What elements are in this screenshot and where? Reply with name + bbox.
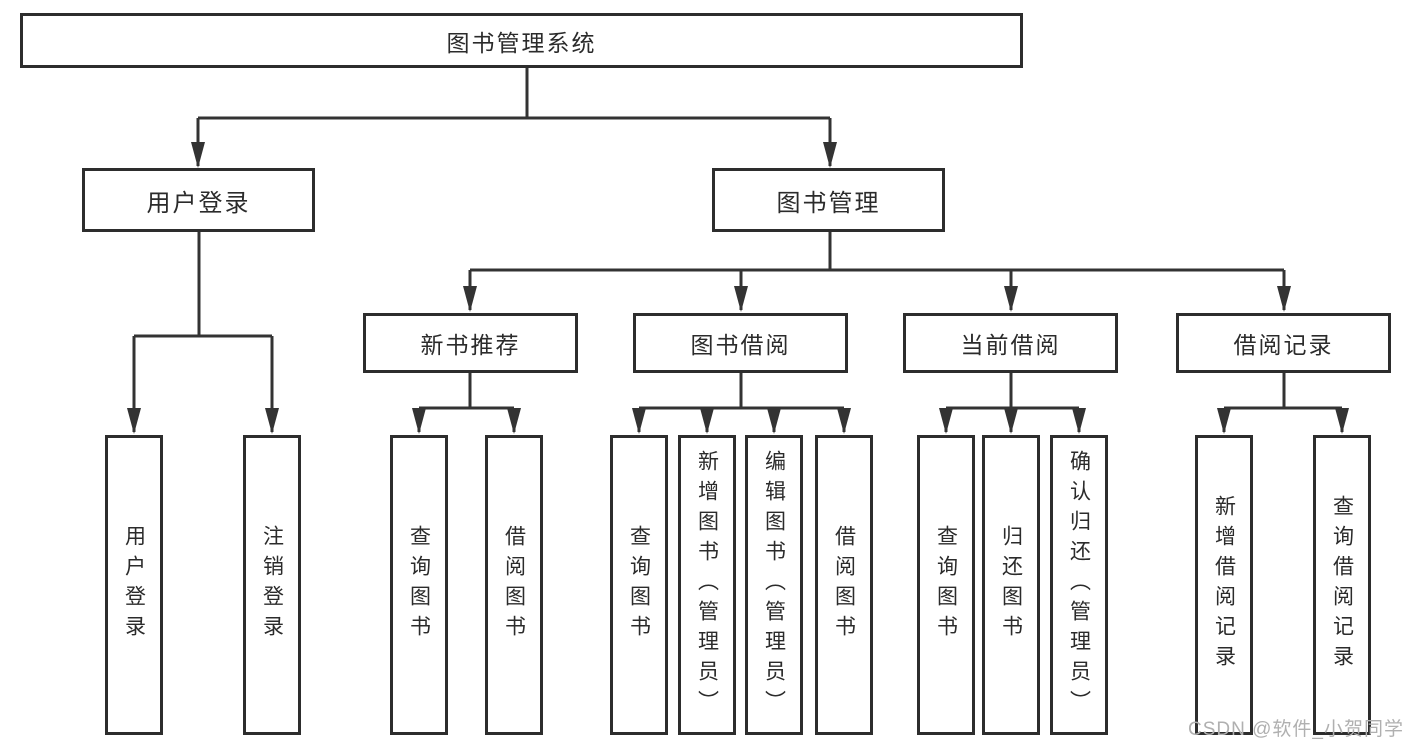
leaf-edit-book-admin: 编辑图书（管理员） <box>745 435 803 735</box>
node-label: 查询图书 <box>407 525 431 645</box>
node-label: 编辑图书（管理员） <box>762 450 786 720</box>
arrow-down-icon <box>1004 408 1018 434</box>
node-label: 新增借阅记录 <box>1212 495 1236 675</box>
node-label: 查询借阅记录 <box>1330 495 1354 675</box>
node-label: 借阅图书 <box>502 525 526 645</box>
node-new-book-recommendation: 新书推荐 <box>363 313 578 373</box>
leaf-logout: 注销登录 <box>243 435 301 735</box>
node-borrowing-records: 借阅记录 <box>1176 313 1391 373</box>
arrow-down-icon <box>1004 286 1018 312</box>
node-label: 用户登录 <box>122 525 146 645</box>
arrow-down-icon <box>734 286 748 312</box>
node-current-borrowing: 当前借阅 <box>903 313 1118 373</box>
arrow-down-icon <box>1277 286 1291 312</box>
arrow-down-icon <box>1335 408 1349 434</box>
watermark: CSDN @软件_小贺同学 <box>1188 719 1404 740</box>
node-label: 归还图书 <box>999 525 1023 645</box>
connector-path <box>132 68 1344 432</box>
node-label: 新书推荐 <box>420 332 521 358</box>
node-label: 用户登录 <box>146 189 251 217</box>
leaf-borrow-book: 借阅图书 <box>815 435 873 735</box>
arrow-down-icon <box>767 408 781 434</box>
node-book-management: 图书管理 <box>712 168 945 232</box>
node-library-management-system: 图书管理系统 <box>20 13 1023 68</box>
arrow-down-icon <box>191 142 205 168</box>
leaf-confirm-return-admin: 确认归还（管理员） <box>1050 435 1108 735</box>
leaf-query-book-current: 查询图书 <box>917 435 975 735</box>
arrow-down-icon <box>463 286 477 312</box>
node-label: 查询图书 <box>627 525 651 645</box>
arrow-down-icon <box>632 408 646 434</box>
leaf-query-book-recommend: 查询图书 <box>390 435 448 735</box>
node-label: 图书管理系统 <box>446 29 597 56</box>
leaf-user-login: 用户登录 <box>105 435 163 735</box>
arrow-down-icon <box>265 408 279 434</box>
node-user-login: 用户登录 <box>82 168 315 232</box>
node-label: 查询图书 <box>934 525 958 645</box>
node-label: 图书管理 <box>776 189 881 217</box>
arrow-down-icon <box>823 142 837 168</box>
node-label: 当前借阅 <box>960 332 1061 358</box>
leaf-add-book-admin: 新增图书（管理员） <box>678 435 736 735</box>
node-label: 新增图书（管理员） <box>695 450 719 720</box>
leaf-return-book: 归还图书 <box>982 435 1040 735</box>
node-label: 借阅记录 <box>1233 332 1334 358</box>
leaf-query-borrow-record: 查询借阅记录 <box>1313 435 1371 735</box>
node-book-borrowing: 图书借阅 <box>633 313 848 373</box>
leaf-borrow-book-recommend: 借阅图书 <box>485 435 543 735</box>
arrow-down-icon <box>837 408 851 434</box>
node-label: 注销登录 <box>260 525 284 645</box>
arrow-down-icon <box>939 408 953 434</box>
leaf-add-borrow-record: 新增借阅记录 <box>1195 435 1253 735</box>
leaf-query-book-borrowing: 查询图书 <box>610 435 668 735</box>
arrow-down-icon <box>412 408 426 434</box>
arrow-down-icon <box>1072 408 1086 434</box>
node-label: 借阅图书 <box>832 525 856 645</box>
arrow-down-icon <box>700 408 714 434</box>
arrow-down-icon <box>127 408 141 434</box>
arrow-down-icon <box>507 408 521 434</box>
node-label: 图书借阅 <box>690 332 791 358</box>
node-label: 确认归还（管理员） <box>1067 450 1091 720</box>
arrow-down-icon <box>1217 408 1231 434</box>
